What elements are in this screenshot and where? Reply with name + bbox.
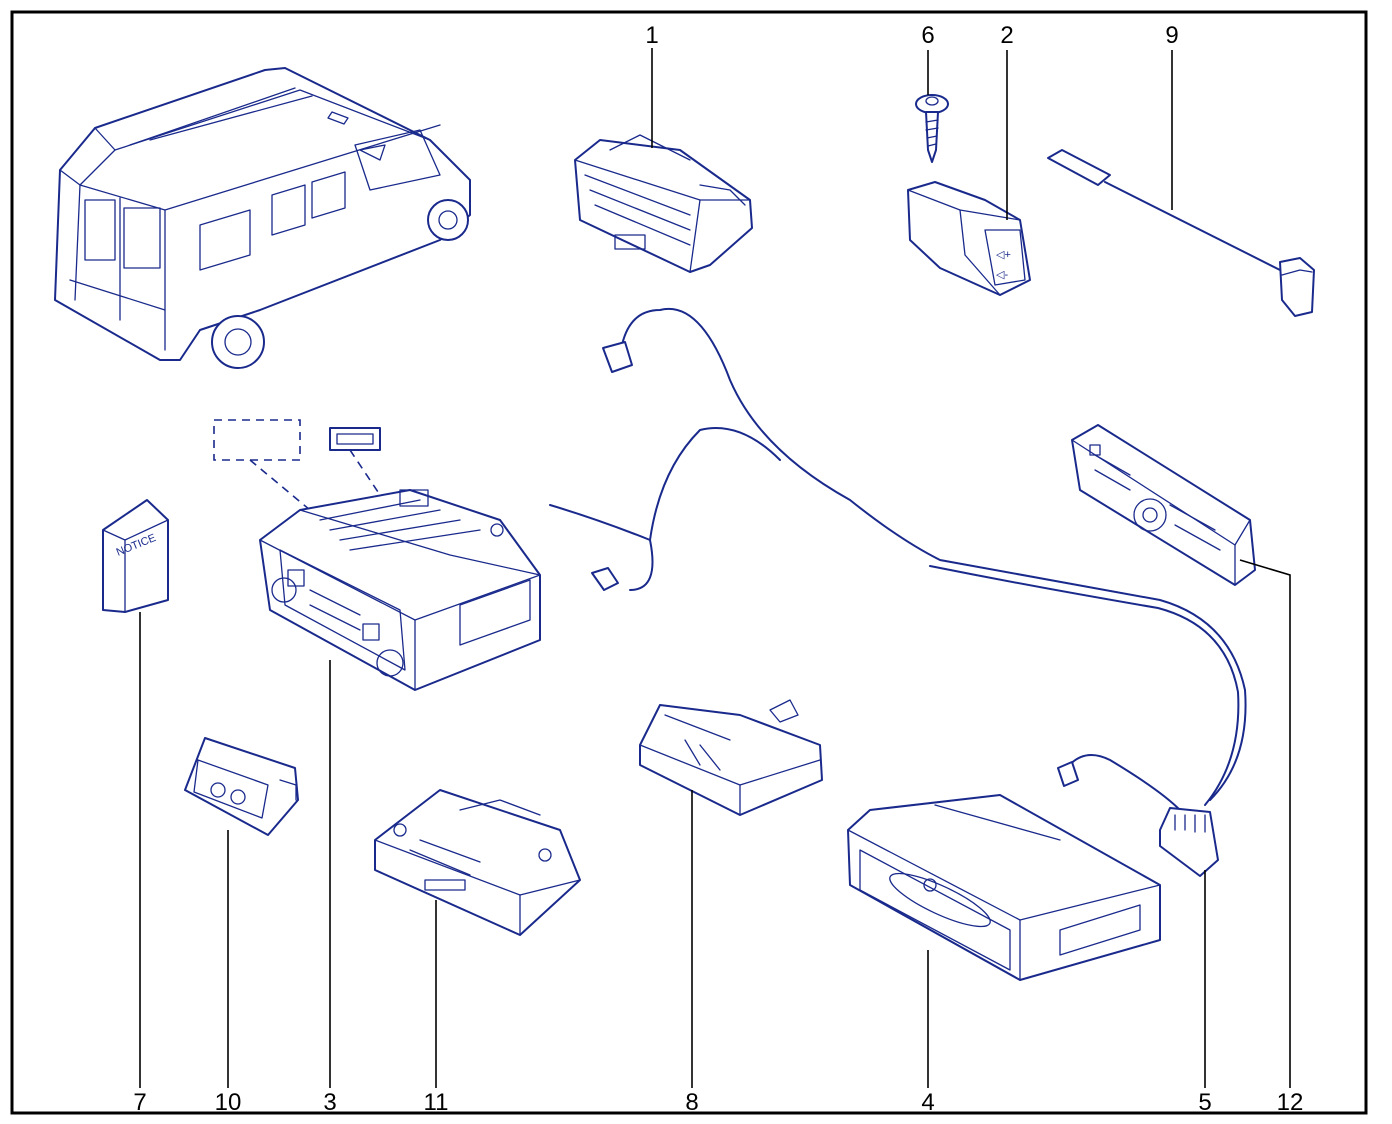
callout-6: 6 (921, 22, 934, 49)
callout-12: 12 (1277, 1089, 1304, 1116)
callout-numbers: 1 2 3 4 5 6 7 8 9 10 11 12 (133, 22, 1303, 1116)
van-illustration (54, 67, 471, 369)
part-3-radio-unit (259, 489, 541, 691)
callout-1: 1 (645, 22, 658, 49)
part-2-control-switch: ◁+ ◁- (907, 181, 1031, 296)
part-12-front-panel (1071, 424, 1256, 586)
callout-5: 5 (1198, 1089, 1211, 1116)
part-1-connector (574, 134, 753, 273)
svg-text:◁-: ◁- (996, 269, 1008, 281)
callout-10: 10 (215, 1089, 242, 1116)
callout-2: 2 (1000, 22, 1013, 49)
part-4-navigation-unit (847, 794, 1161, 981)
callout-7: 7 (133, 1089, 146, 1116)
callout-8: 8 (685, 1089, 698, 1116)
part-6-screw (915, 94, 949, 163)
part-11-mounting-bracket (374, 789, 581, 936)
label-placeholders (213, 419, 381, 511)
leader-lines (139, 48, 1291, 1088)
part-8-control-module (639, 699, 823, 816)
callout-11: 11 (424, 1089, 449, 1116)
part-10-aux-socket (184, 737, 299, 836)
svg-text:◁+: ◁+ (996, 249, 1011, 261)
callout-4: 4 (921, 1089, 934, 1116)
part-9-cable-lead (1047, 149, 1315, 317)
callout-9: 9 (1165, 22, 1178, 49)
callout-3: 3 (323, 1089, 336, 1116)
part-7-owner-manual: NOTICE (102, 499, 169, 613)
main-harness-cable (549, 307, 1247, 877)
